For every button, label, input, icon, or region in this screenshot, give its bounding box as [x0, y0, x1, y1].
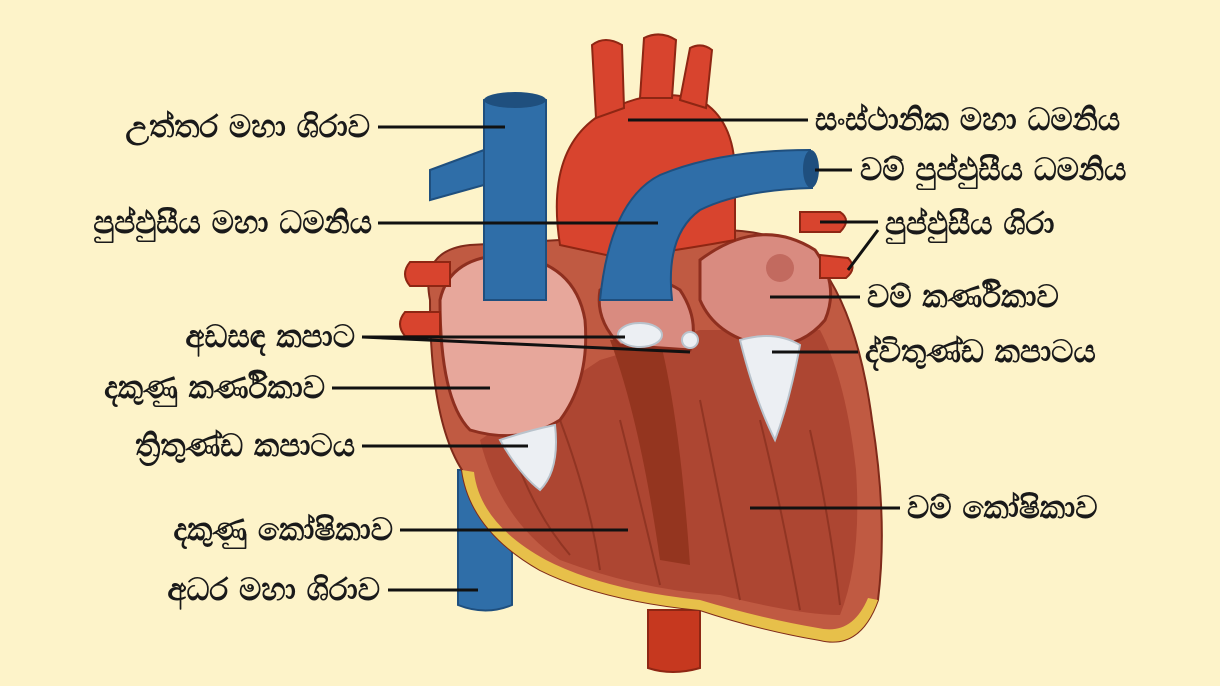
semilunar-valve-left [682, 332, 698, 348]
svc-opening [484, 92, 546, 108]
right-pulmonary-vein-upper [405, 262, 450, 286]
label-left-atrium: වම් කර්ණිකාව [867, 278, 1059, 316]
pulmonary-vein-lower [820, 255, 853, 278]
label-pulmonary-veins: පුප්ඵුසීය ශිරා [885, 205, 1054, 243]
label-left-ventricle: වම් කෝෂිකාව [907, 489, 1098, 527]
descending-aorta [648, 610, 700, 672]
pulmonary-vein-opening [766, 254, 794, 282]
label-right-atrium: දකුණු කර්ණිකාව [20, 369, 325, 407]
aorta-branch-2 [640, 34, 676, 98]
label-semilunar-valves: අඩසඳ කපාට [60, 318, 355, 356]
label-left-pulmonary-artery: වම් පුප්ඵුසීය ධමනිය [860, 151, 1126, 189]
label-bicuspid-valve: ද්විතුණ්ඩ කපාටය [865, 333, 1096, 371]
aorta-branch-1 [592, 40, 624, 118]
label-right-ventricle: දකුණු කෝෂිකාව [60, 511, 393, 549]
label-superior-vena-cava: උත්තර මහා ශිරාව [20, 108, 370, 146]
label-aorta: සංස්ථානික මහා ධමනිය [815, 101, 1120, 139]
label-pulmonary-artery: පුප්ඵුසීය මහා ධමනිය [10, 204, 372, 242]
semilunar-valve-shape [618, 323, 662, 347]
aorta-branch-3 [680, 45, 712, 108]
brachiocephalic-vein [430, 150, 484, 200]
leader-pulmonary-vein-2 [848, 230, 878, 270]
right-pulmonary-vein-lower [400, 312, 440, 336]
label-inferior-vena-cava: අධර මහා ශිරාව [60, 571, 380, 609]
label-tricuspid-valve: ත්‍රිතුණ්ඩ කපාටය [40, 427, 355, 465]
